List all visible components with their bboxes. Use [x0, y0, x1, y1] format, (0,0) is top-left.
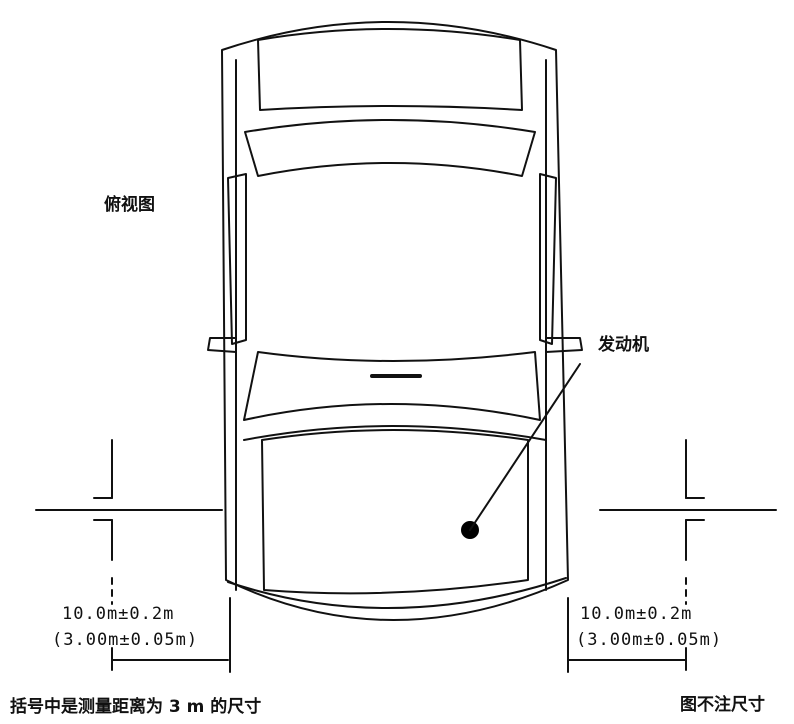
right-side-window	[539, 173, 557, 345]
hood-line	[243, 425, 547, 441]
car-body-outline	[221, 21, 569, 621]
engine-label: 发动机	[598, 335, 649, 355]
hood-panel	[261, 429, 529, 595]
right-mirror	[545, 337, 583, 353]
bottom-note-left: 括号中是测量距离为 3 m 的尺寸	[10, 697, 262, 717]
front-bumper	[227, 577, 567, 610]
bottom-note-right: 图不注尺寸	[680, 695, 765, 715]
right-distance-paren-label: (3.00m±0.05m)	[576, 630, 723, 650]
engine-leader-line	[469, 363, 581, 531]
left-side-window	[227, 173, 247, 345]
front-windshield	[243, 351, 541, 421]
rear-window	[257, 28, 523, 111]
left-distance-paren-label: (3.00m±0.05m)	[52, 630, 199, 650]
right-distance-label: 10.0m±0.2m	[580, 604, 693, 624]
left-distance-label: 10.0m±0.2m	[62, 604, 175, 624]
rear-windshield	[244, 119, 536, 177]
top-view-label: 俯视图	[104, 195, 155, 215]
left-mirror	[207, 337, 237, 353]
